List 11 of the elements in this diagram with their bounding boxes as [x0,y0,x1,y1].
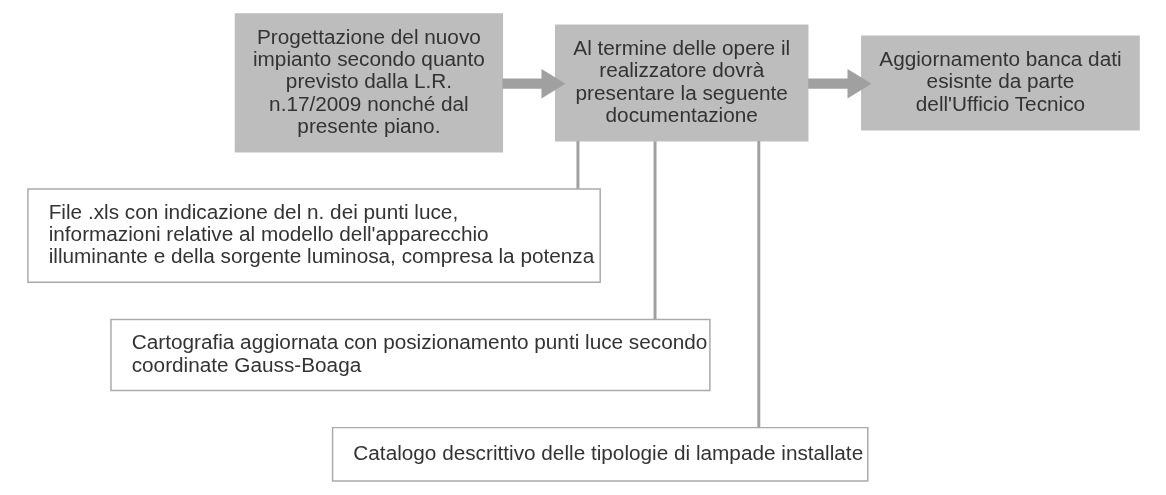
node-box: Al termine delle opere il realizzatore dovrà presentare la seguente documentazione [554,24,808,142]
node-box: Cartografia aggiornata con posizionamento punti luce secondo coordinate Gauss-Boaga [109,318,711,392]
node-box: File .xls con indicazione del n. dei punti luce, informazioni relative al modello dell'apparecchio illuminante e della sorgente luminosa, compresa la potenza [26,188,601,284]
connector [756,140,760,428]
arrow [807,68,872,99]
connector [575,141,579,189]
node-box: Catalogo descrittivo delle tipologie di lampade installate [331,426,868,482]
node-box: Aggiornamento banca dati esisnte da parte dell'Ufficio Tecnico [860,35,1140,131]
connector [653,141,656,320]
arrow [502,68,565,99]
node-box: Progettazione del nuovo impianto secondo quanto previsto dalla L.R. n.17/2009 nonché dal presente piano. [234,13,503,153]
